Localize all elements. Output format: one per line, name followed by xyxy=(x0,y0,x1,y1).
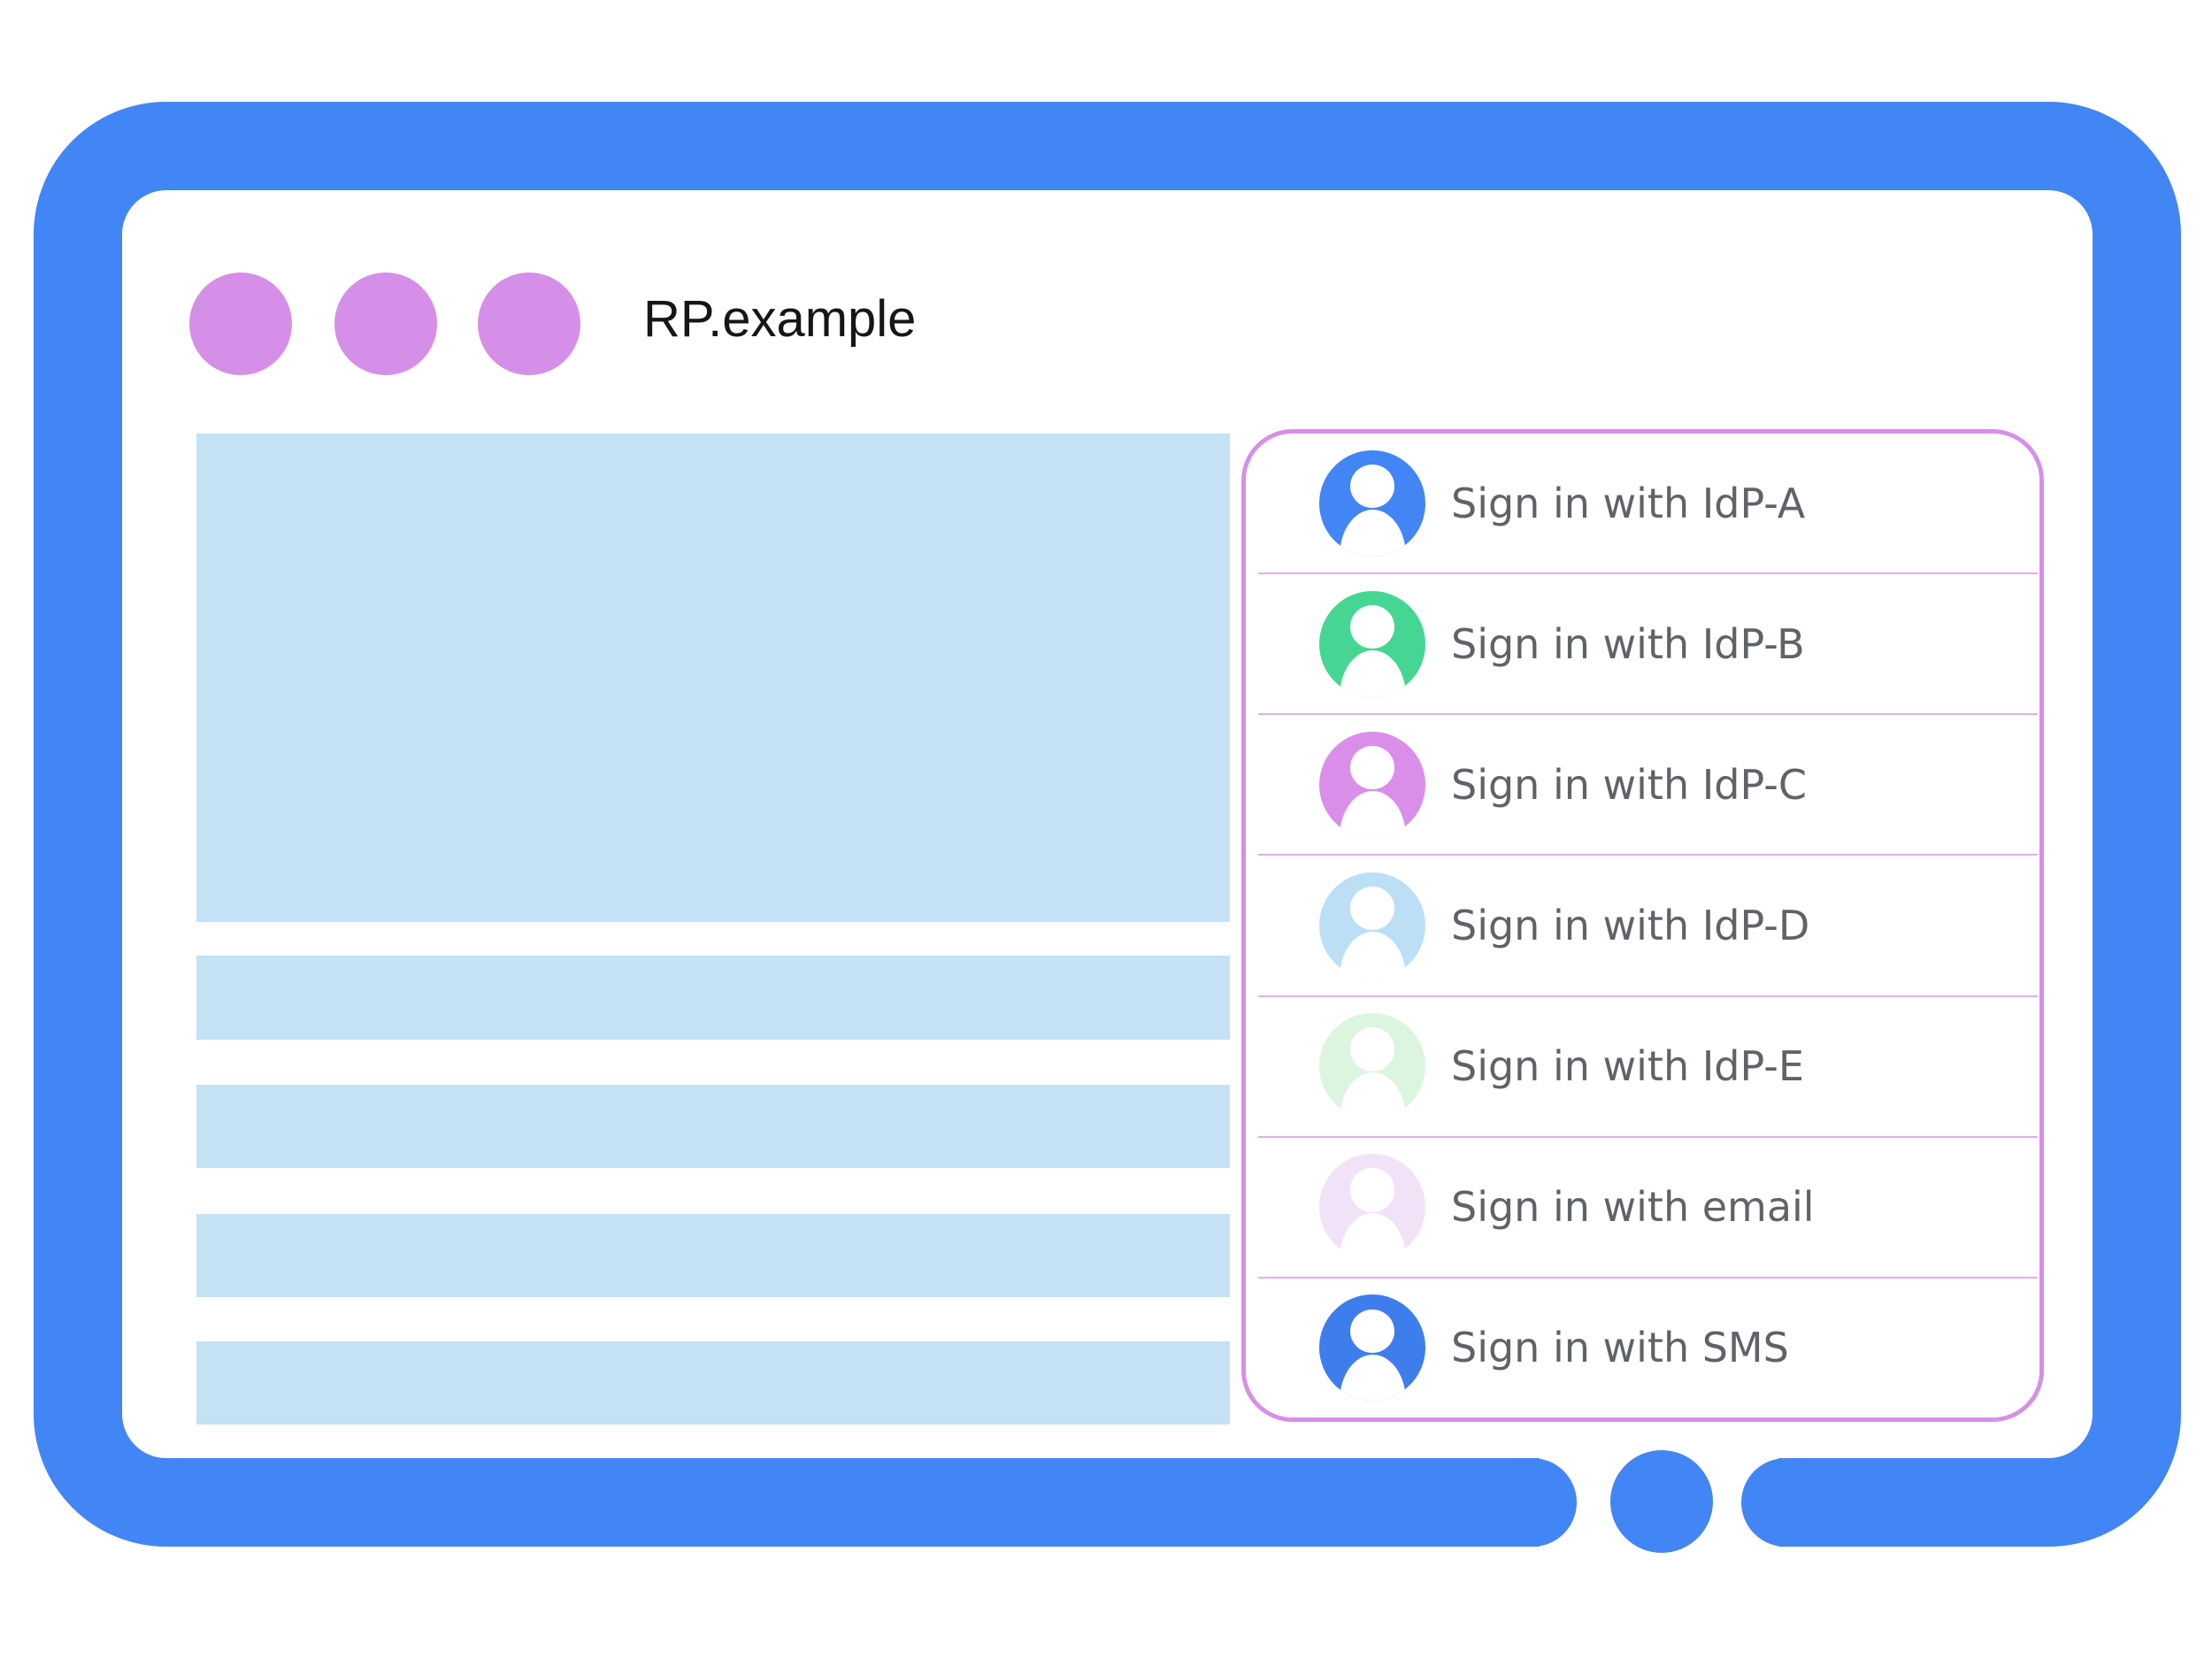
user-avatar-icon xyxy=(1319,590,1425,697)
signin-option-sms[interactable]: Sign in with SMS xyxy=(1246,1278,2039,1417)
signin-option-label: Sign in with IdP-E xyxy=(1451,1042,1804,1091)
signin-option-idp-d[interactable]: Sign in with IdP-D xyxy=(1246,856,2039,995)
avatar-head-shape xyxy=(1349,1309,1395,1353)
signin-option-label: Sign in with SMS xyxy=(1451,1324,1789,1372)
avatar-body-shape xyxy=(1339,649,1407,697)
divider xyxy=(1258,713,2038,716)
user-avatar-icon xyxy=(1319,731,1425,838)
avatar-head-shape xyxy=(1349,1027,1395,1071)
content-placeholder-line xyxy=(196,1214,1230,1297)
avatar-head-shape xyxy=(1349,464,1395,508)
user-avatar-icon xyxy=(1319,1294,1425,1402)
signin-option-idp-a[interactable]: Sign in with IdP-A xyxy=(1246,434,2039,573)
avatar-head-shape xyxy=(1349,1168,1395,1212)
avatar-body-shape xyxy=(1339,1354,1407,1402)
divider xyxy=(1258,572,2038,575)
content-placeholder-line xyxy=(196,956,1230,1040)
signin-option-label: Sign in with IdP-C xyxy=(1451,760,1807,809)
divider xyxy=(1258,995,2038,997)
signin-option-email[interactable]: Sign in with email xyxy=(1246,1137,2039,1277)
divider xyxy=(1258,854,2038,856)
avatar-body-shape xyxy=(1339,791,1407,838)
site-title: RP.example xyxy=(643,290,917,348)
avatar-head-shape xyxy=(1349,746,1395,790)
avatar-body-shape xyxy=(1339,932,1407,979)
window-control-dot-icon xyxy=(189,273,292,375)
divider xyxy=(1258,1135,2038,1138)
frame-bottom-left-cap xyxy=(1451,1458,1577,1547)
frame-bottom-right-cap xyxy=(1741,1458,1867,1547)
content-placeholder-line xyxy=(196,1085,1230,1168)
window-control-dot-icon xyxy=(334,273,437,375)
signin-option-idp-b[interactable]: Sign in with IdP-B xyxy=(1246,574,2039,714)
signin-option-label: Sign in with IdP-B xyxy=(1451,619,1805,668)
signin-option-idp-c[interactable]: Sign in with IdP-C xyxy=(1246,715,2039,855)
user-avatar-icon xyxy=(1319,1013,1425,1120)
avatar-head-shape xyxy=(1349,887,1395,931)
divider xyxy=(1258,1276,2038,1279)
avatar-body-shape xyxy=(1339,1213,1407,1261)
avatar-body-shape xyxy=(1339,1072,1407,1120)
signin-dialog: Sign in with IdP-A Sign in with IdP-B Si… xyxy=(1241,429,2044,1422)
content-placeholder-hero xyxy=(196,434,1230,922)
user-avatar-icon xyxy=(1319,1154,1425,1261)
window-control-dot-icon xyxy=(478,273,580,375)
signin-option-label: Sign in with IdP-A xyxy=(1451,479,1806,527)
avatar-head-shape xyxy=(1349,604,1395,649)
content-placeholder-line xyxy=(196,1341,1230,1425)
signin-option-label: Sign in with IdP-D xyxy=(1451,901,1810,949)
home-button-dot-icon xyxy=(1610,1450,1713,1553)
user-avatar-icon xyxy=(1319,872,1425,979)
signin-option-label: Sign in with email xyxy=(1451,1183,1815,1232)
avatar-body-shape xyxy=(1339,509,1407,557)
signin-option-idp-e[interactable]: Sign in with IdP-E xyxy=(1246,996,2039,1136)
user-avatar-icon xyxy=(1319,449,1425,557)
